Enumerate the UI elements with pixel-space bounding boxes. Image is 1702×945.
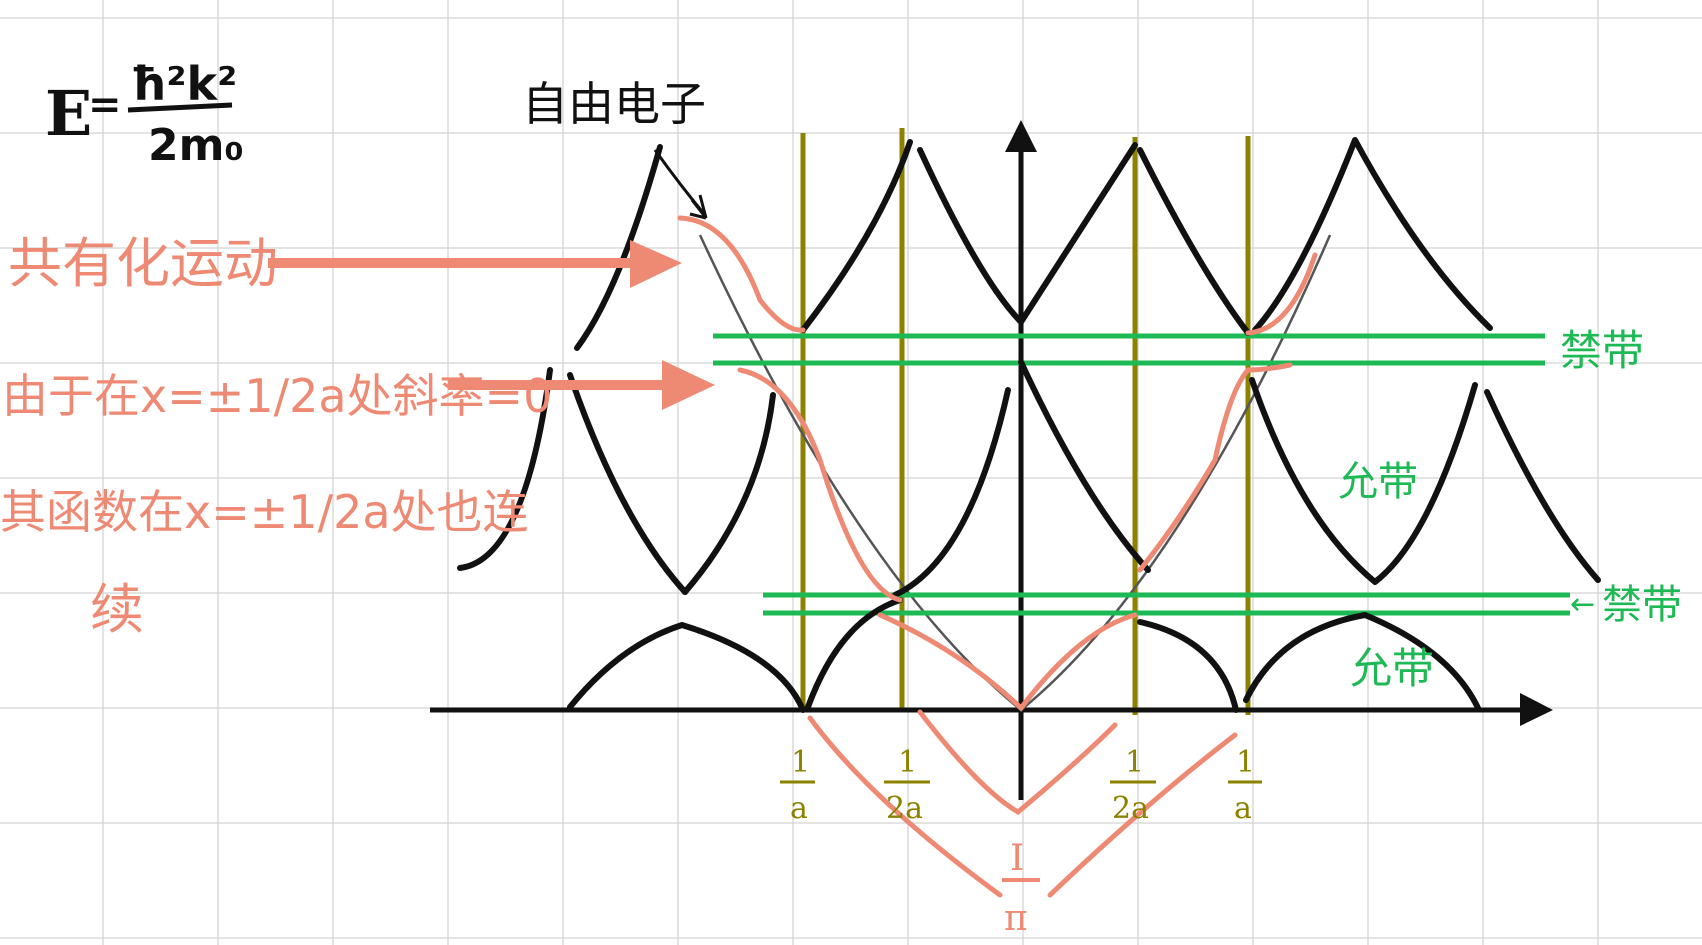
e-axis-arrow-head xyxy=(1005,120,1037,152)
brillouin-boundaries xyxy=(800,128,1251,715)
svg-text:2m₀: 2m₀ xyxy=(148,120,244,171)
bottom-fraction: I π xyxy=(1002,838,1040,939)
svg-text:1: 1 xyxy=(898,745,917,780)
svg-text:1: 1 xyxy=(791,745,810,780)
note-line-1: 由于在x=±1/2a处斜率=0 xyxy=(2,369,552,423)
svg-text:2a: 2a xyxy=(1112,791,1149,826)
svg-text:1: 1 xyxy=(1125,745,1144,780)
free-electron-parabola xyxy=(698,234,1332,712)
k-axis-arrow-head xyxy=(1520,693,1553,726)
label-neg-1-over-2a: 1 2a xyxy=(884,745,930,826)
label-pos-1-over-2a: 1 2a xyxy=(1110,745,1156,826)
forbidden-band-upper-label: 禁带 xyxy=(1560,326,1644,375)
energy-bands xyxy=(457,137,1601,713)
svg-text:E: E xyxy=(45,77,92,150)
common-motion-label: 共有化运动 xyxy=(8,232,278,295)
svg-text:1: 1 xyxy=(1236,745,1255,780)
band-labels: 禁带 允带 ← 禁带 允带 xyxy=(1338,326,1682,693)
note-line-3: 续 xyxy=(90,578,144,641)
allowed-band-upper-label: 允带 xyxy=(1338,459,1418,505)
salmon-arrows xyxy=(268,240,715,410)
svg-text:I: I xyxy=(1010,838,1024,879)
svg-text:a: a xyxy=(790,791,808,826)
axes xyxy=(430,120,1553,800)
svg-text:=: = xyxy=(88,81,122,128)
free-electron-label: 自由电子 xyxy=(522,77,706,131)
note-line-2: 其函数在x=±1/2a处也连 xyxy=(0,485,529,539)
svg-text:ħ²k²: ħ²k² xyxy=(130,57,237,111)
lower-arrow-mark: ← xyxy=(1570,587,1595,622)
energy-formula: E = ħ²k² 2m₀ xyxy=(45,57,244,171)
k-axis-labels: 1 a 1 2a 1 2a 1 a xyxy=(780,745,1262,826)
perturbed-band-curves xyxy=(677,215,1318,898)
allowed-band-lower-label: 允带 xyxy=(1350,644,1434,693)
label-neg-1-over-a: 1 a xyxy=(780,745,815,826)
label-pos-1-over-a: 1 a xyxy=(1228,745,1262,826)
band-gap-lines xyxy=(713,333,1570,616)
svg-text:2a: 2a xyxy=(886,791,923,826)
forbidden-band-lower-label: 禁带 xyxy=(1602,582,1682,628)
svg-text:a: a xyxy=(1234,791,1252,826)
svg-text:π: π xyxy=(1004,898,1028,939)
left-notes: 共有化运动 由于在x=±1/2a处斜率=0 其函数在x=±1/2a处也连 续 xyxy=(0,232,552,641)
